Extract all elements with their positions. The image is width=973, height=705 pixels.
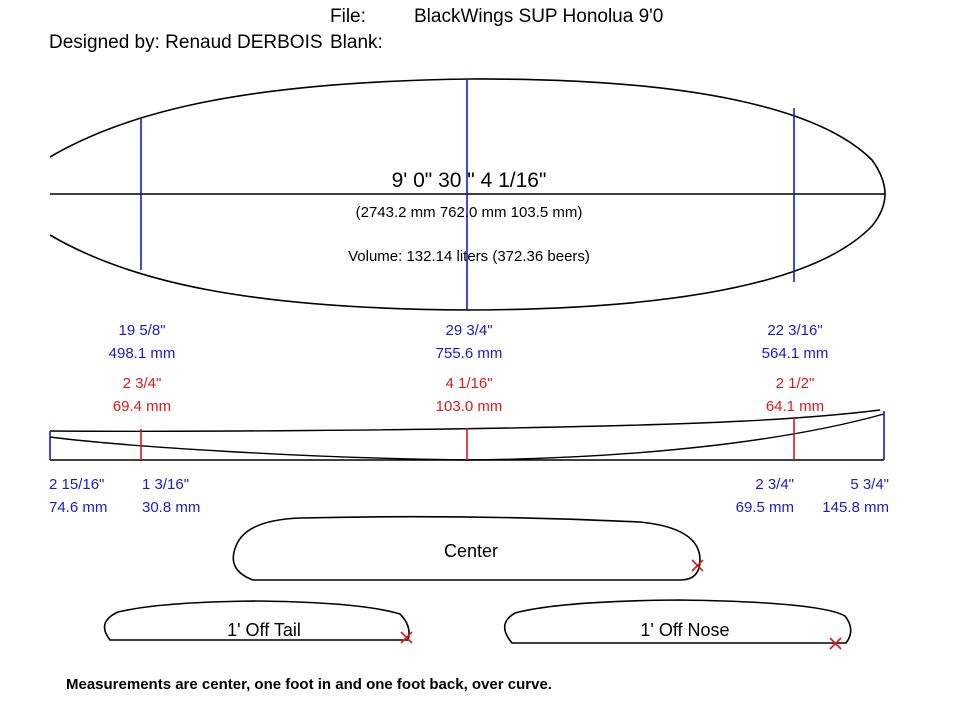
rocker-nose-metric: 145.8 mm [822,499,889,516]
thickness-tail-metric: 69.4 mm [112,398,172,415]
rail-center-label: Center [443,541,499,561]
rocker-tail-metric: 74.6 mm [49,499,108,516]
rail-tail-label: 1' Off Tail [227,620,301,640]
file-name: BlackWings SUP Honolua 9'0 [414,6,664,27]
width-tail-imperial: 19 5/8" [118,322,166,339]
rail-nose-label: 1' Off Nose [640,620,730,640]
profile-view [49,409,885,461]
rocker-nose-imperial: 5 3/4" [850,476,889,493]
dims-metric: (2743.2 mm 762.0 mm 103.5 mm) [355,204,583,221]
rocker-tail-imperial: 2 15/16" [49,476,105,493]
volume-label: Volume: 132.14 liters (372.36 beers) [348,248,590,265]
width-center-metric: 755.6 mm [435,345,503,362]
designer: Designed by: Renaud DERBOIS [49,32,323,53]
blank-label: Blank: [330,32,383,53]
rocker-tail-1ft-imperial: 1 3/16" [142,476,190,493]
rail-center-mark-icon [691,559,704,572]
rocker-nose-1ft-metric: 69.5 mm [735,499,794,516]
rail-nose-mark-icon [829,637,842,650]
outline-view [49,78,886,311]
width-center-imperial: 29 3/4" [445,322,493,339]
width-tail-metric: 498.1 mm [108,345,176,362]
profile-deck [49,409,881,432]
rocker-tail-1ft-metric: 30.8 mm [142,499,201,516]
thickness-nose-metric: 64.1 mm [765,398,825,415]
file-label: File: [330,6,366,27]
footnote: Measurements are center, one foot in and… [66,676,552,693]
rail-sections [103,515,852,650]
width-nose-imperial: 22 3/16" [767,322,823,339]
thickness-center-imperial: 4 1/16" [445,375,493,392]
rail-nose-shape [503,599,852,644]
thickness-tail-imperial: 2 3/4" [122,375,162,392]
rocker-nose-1ft-imperial: 2 3/4" [755,476,794,493]
rail-center-shape [232,515,701,581]
dims-imperial: 9' 0" 30 " 4 1/16" [391,169,547,192]
rail-tail-mark-icon [400,631,413,644]
thickness-nose-imperial: 2 1/2" [775,375,815,392]
width-nose-metric: 564.1 mm [761,345,829,362]
rail-tail-shape [103,600,410,641]
thickness-center-metric: 103.0 mm [435,398,503,415]
